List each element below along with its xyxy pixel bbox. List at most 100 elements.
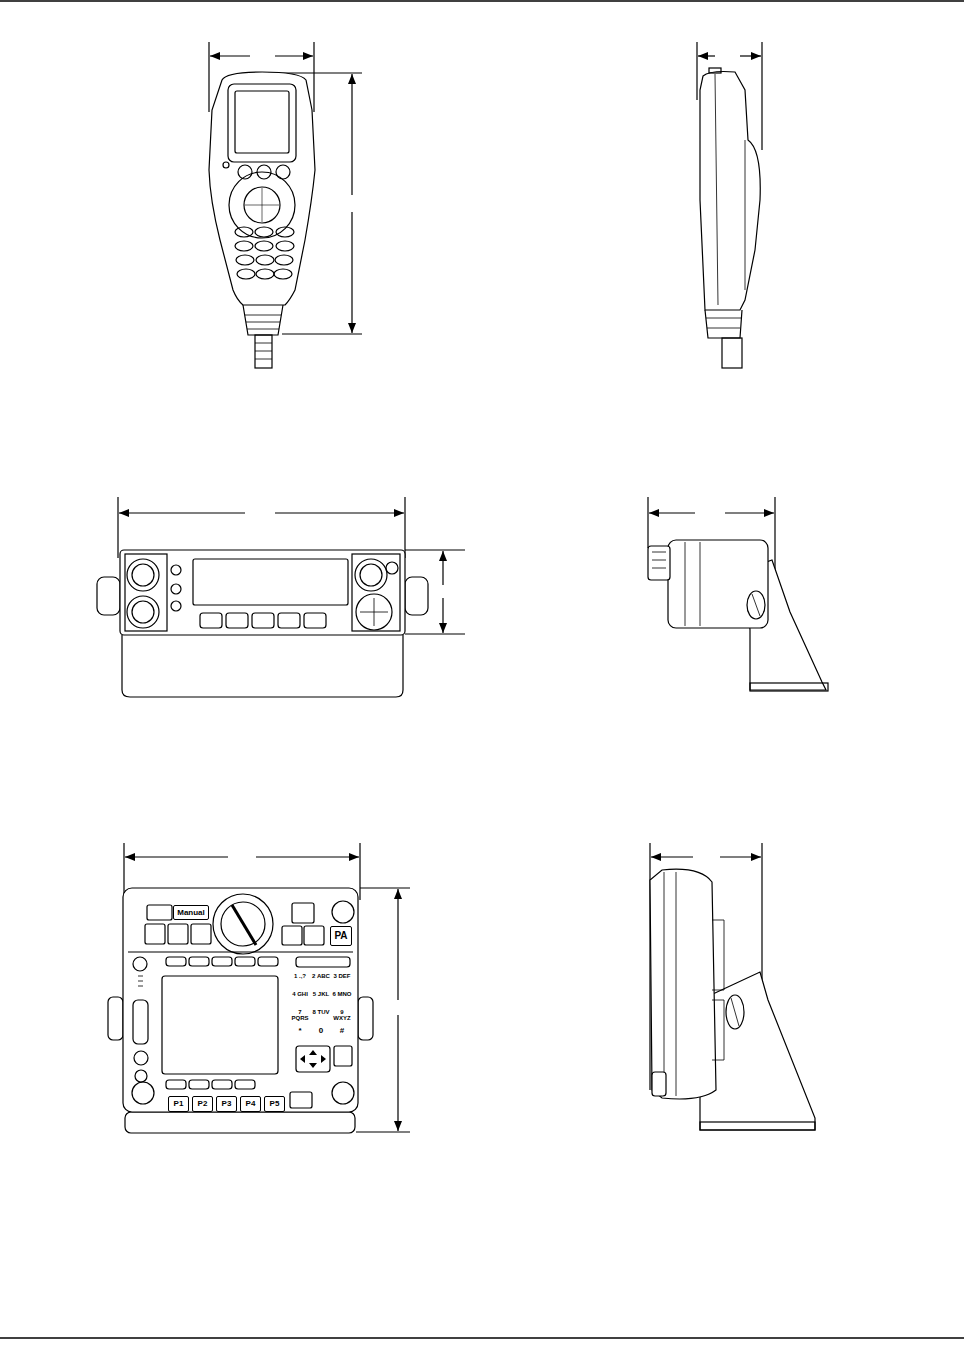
drawing-stroke [652, 1072, 666, 1096]
keypad-key: 3 DEF [332, 973, 352, 979]
drawing-stroke [685, 542, 700, 626]
button-label: Manual [177, 909, 205, 917]
programmable-button: P4 [240, 1096, 261, 1112]
drawing-stroke [668, 540, 768, 628]
drawing-stroke [276, 241, 294, 251]
drawing-stroke [700, 972, 815, 1130]
drawing-stroke [355, 559, 387, 591]
drawing-stroke [442, 551, 443, 585]
drawing-stroke [171, 601, 181, 611]
drawing-stroke [138, 976, 143, 986]
drawing-stroke [125, 856, 228, 857]
drawing-stroke [117, 497, 118, 558]
drawing-stroke [405, 633, 465, 634]
drawing-stroke [108, 997, 123, 1040]
drawing-stroke [208, 42, 209, 112]
drawing-stroke [405, 577, 428, 615]
programmable-button: P3 [216, 1096, 237, 1112]
drawing-stroke [700, 72, 760, 311]
drawing-stroke [351, 74, 352, 195]
drawing-stroke [166, 957, 186, 966]
drawing-stroke [132, 564, 154, 586]
drawing-stroke [274, 269, 292, 279]
keypad-key: 7 PQRS [290, 1009, 310, 1021]
drawing-stroke [193, 559, 348, 605]
drawing-stroke [752, 594, 760, 616]
drawing-stroke [120, 550, 405, 635]
button-label: P4 [246, 1100, 256, 1108]
button-label: P1 [174, 1100, 184, 1108]
drawing-stroke [296, 957, 350, 967]
drawing-stroke [132, 1082, 154, 1104]
keypad-key: 2 ABC [311, 973, 331, 979]
drawing-stroke [360, 598, 388, 626]
keypad-key: 6 MNO [332, 991, 352, 997]
drawing-stroke [221, 902, 265, 946]
drawing-stroke [147, 905, 172, 920]
drawing-stroke [237, 269, 255, 279]
drawing-stroke [304, 613, 326, 628]
drawing-stroke [648, 546, 670, 580]
drawing-stroke [127, 596, 159, 628]
drawing-stroke [725, 512, 774, 513]
drawing-stroke [252, 613, 274, 628]
drawing-stroke [278, 613, 300, 628]
control-head-front [97, 550, 428, 697]
keypad-key: 8 TUV [311, 1009, 331, 1015]
mode-button: Manual [173, 905, 209, 920]
drawing-stroke [255, 227, 273, 237]
drawing-stroke [352, 554, 400, 631]
drawing-stroke [359, 843, 360, 900]
drawing-stroke [334, 1046, 352, 1066]
drawing-stroke [276, 227, 294, 237]
drawing-stroke [700, 1122, 815, 1130]
drawing-stroke [726, 995, 744, 1029]
drawing-stroke [358, 997, 373, 1040]
drawing-stroke [235, 241, 253, 251]
drawing-stroke [223, 162, 229, 168]
drawing-stroke [386, 562, 398, 574]
button-label: P3 [222, 1100, 232, 1108]
drawing-stroke [0, 1337, 964, 1339]
drawing-stroke [256, 269, 274, 279]
drawing-stroke [360, 887, 410, 888]
dimension-lines [118, 42, 775, 1132]
drawing-stroke [706, 318, 741, 328]
drawing-stroke [256, 255, 274, 265]
drawing-stroke [133, 957, 147, 971]
drawing-stroke [652, 552, 666, 568]
drawing-stroke [313, 42, 314, 112]
drawing-stroke [119, 512, 245, 513]
drawing-stroke [664, 872, 676, 1096]
drawing-stroke [244, 187, 280, 223]
button-label: P5 [270, 1100, 280, 1108]
drawing-stroke [212, 1080, 232, 1089]
drawing-stroke [722, 338, 742, 368]
drawing-stroke [698, 55, 715, 56]
drawing-stroke [405, 549, 465, 550]
drawing-stroke [256, 856, 359, 857]
drawing-stroke [356, 594, 392, 630]
drawing-stroke [135, 1070, 147, 1082]
large-control-head-front [108, 888, 373, 1133]
drawing-stroke [232, 905, 256, 945]
drawing-stroke [235, 91, 289, 153]
drawing-stroke [166, 1080, 186, 1089]
drawing-stroke [356, 1131, 410, 1132]
drawing-stroke [243, 305, 283, 335]
drawing-stroke [122, 635, 403, 697]
drawing-stroke [209, 72, 315, 305]
large-control-head-side [650, 869, 815, 1130]
drawing-stroke [275, 55, 313, 56]
drawing-stroke [235, 1080, 255, 1089]
drawing-stroke [442, 598, 443, 633]
keypad-key: 9 WXYZ [332, 1009, 352, 1021]
drawing-stroke [404, 497, 405, 558]
drawing-stroke [228, 84, 296, 162]
keypad-key: 0 [311, 1027, 331, 1035]
drawing-stroke [712, 920, 724, 1060]
drawing-stroke [171, 565, 181, 575]
